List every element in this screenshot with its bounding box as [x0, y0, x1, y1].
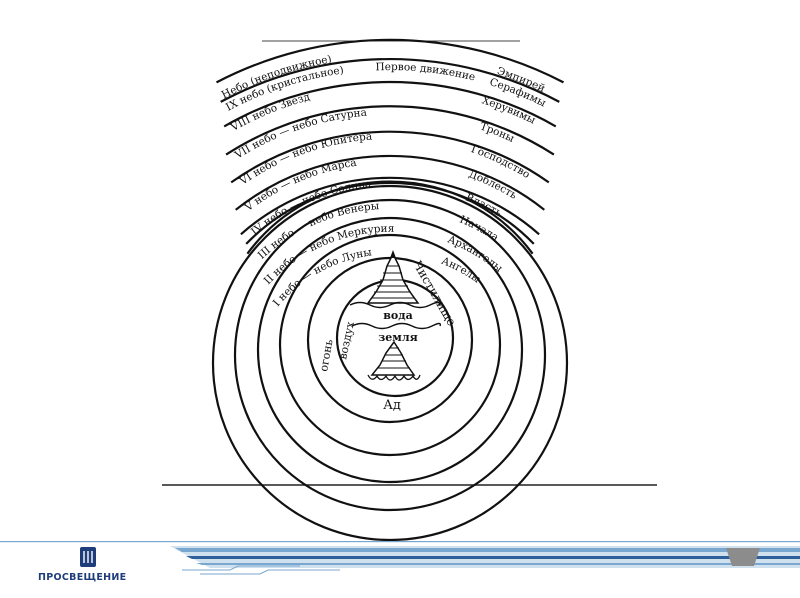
earth-line	[352, 324, 440, 329]
water-label: вода	[383, 309, 412, 322]
hell-label: Ад	[383, 398, 401, 413]
first-motion-label: Первое движение	[375, 61, 476, 84]
publisher-name: ПРОСВЕЩЕНИЕ	[38, 572, 126, 583]
earth-label: земля	[378, 331, 417, 344]
left-sphere-labels: Небо (неподвижное) IX небо (кристальное)…	[220, 53, 395, 309]
sphere-label-moon: I небо — небо Луны	[271, 246, 373, 309]
angelic-label-principalities: Начала	[458, 214, 501, 244]
fire-label: огонь	[317, 338, 335, 372]
hell-funnel	[368, 342, 420, 380]
footer-rule-thin	[0, 541, 800, 542]
purgatory-mountain	[368, 250, 418, 303]
angelic-label-thrones: Троны	[478, 121, 516, 145]
water-line	[350, 303, 440, 308]
angelic-label-virtues: Доблесть	[467, 168, 519, 202]
publisher-logo	[30, 545, 150, 590]
